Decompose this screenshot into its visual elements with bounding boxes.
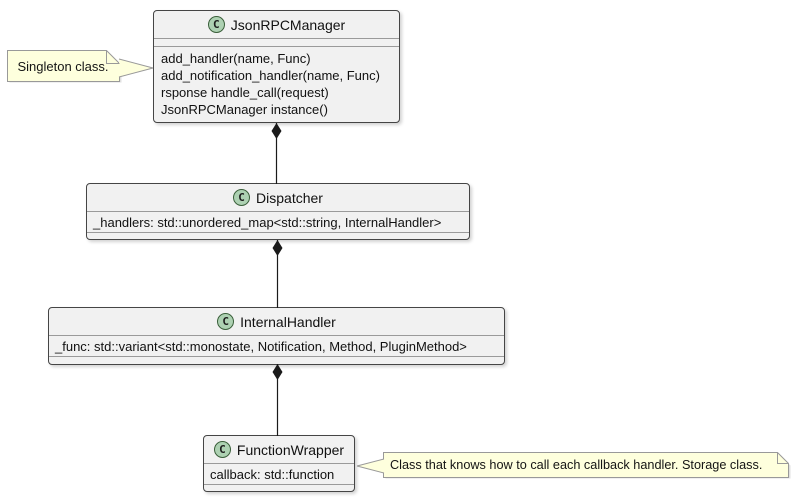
class-box-internalhandler: C InternalHandler _func: std::variant<st… [48,307,505,365]
class-title: C FunctionWrapper [204,436,354,464]
class-title: C InternalHandler [49,308,504,336]
method-line: add_notification_handler(name, Func) [161,68,380,83]
method-line: add_handler(name, Func) [161,51,311,66]
class-box-jsonrpcmanager: C JsonRPCManager add_handler(name, Func)… [153,10,400,123]
methods-section-empty [49,357,504,364]
attribute-line: callback: std::function [204,464,354,485]
method-line: rsponse handle_call(request) [161,85,329,100]
methods-section-empty [204,485,354,491]
class-stereotype-icon: C [217,313,235,330]
attribute-line: _func: std::variant<std::monostate, Noti… [49,336,504,357]
methods-section-empty [87,233,469,239]
class-title: C JsonRPCManager [154,11,399,39]
note-fold-icon [777,452,789,464]
class-stereotype-icon: C [207,16,225,33]
composition-diamond-icon [271,123,282,139]
methods-section: add_handler(name, Func) add_notification… [154,47,399,122]
attribute-line: _handlers: std::unordered_map<std::strin… [87,212,469,233]
composition-link-internalhandler-functionwrapper [272,364,283,436]
composition-diamond-icon [272,240,283,256]
method-line: JsonRPCManager instance() [161,102,328,117]
note-singleton: Singleton class. [7,50,154,83]
class-name: JsonRPCManager [230,16,346,33]
class-name: InternalHandler [240,313,336,330]
note-fold-icon [106,50,120,64]
class-stereotype-icon: C [213,441,231,458]
composition-link-dispatcher-internalhandler [272,240,283,308]
class-stereotype-icon: C [233,189,251,206]
composition-link-jsonrpcmanager-dispatcher [271,123,282,184]
class-name: FunctionWrapper [236,441,345,458]
class-box-dispatcher: C Dispatcher _handlers: std::unordered_m… [86,183,470,240]
note-beak [119,59,153,77]
note-shape [7,50,154,83]
note-text: Class that knows how to call each callba… [390,458,763,472]
attributes-section-empty [154,39,399,47]
class-title: C Dispatcher [87,184,469,212]
composition-diamond-icon [272,364,283,380]
note-functionwrapper: Class that knows how to call each callba… [356,452,791,479]
note-beak [357,459,384,473]
class-box-functionwrapper: C FunctionWrapper callback: std::functio… [203,435,355,492]
class-name: Dispatcher [256,189,323,206]
note-text: Singleton class. [17,58,109,74]
note-shape [356,452,791,479]
